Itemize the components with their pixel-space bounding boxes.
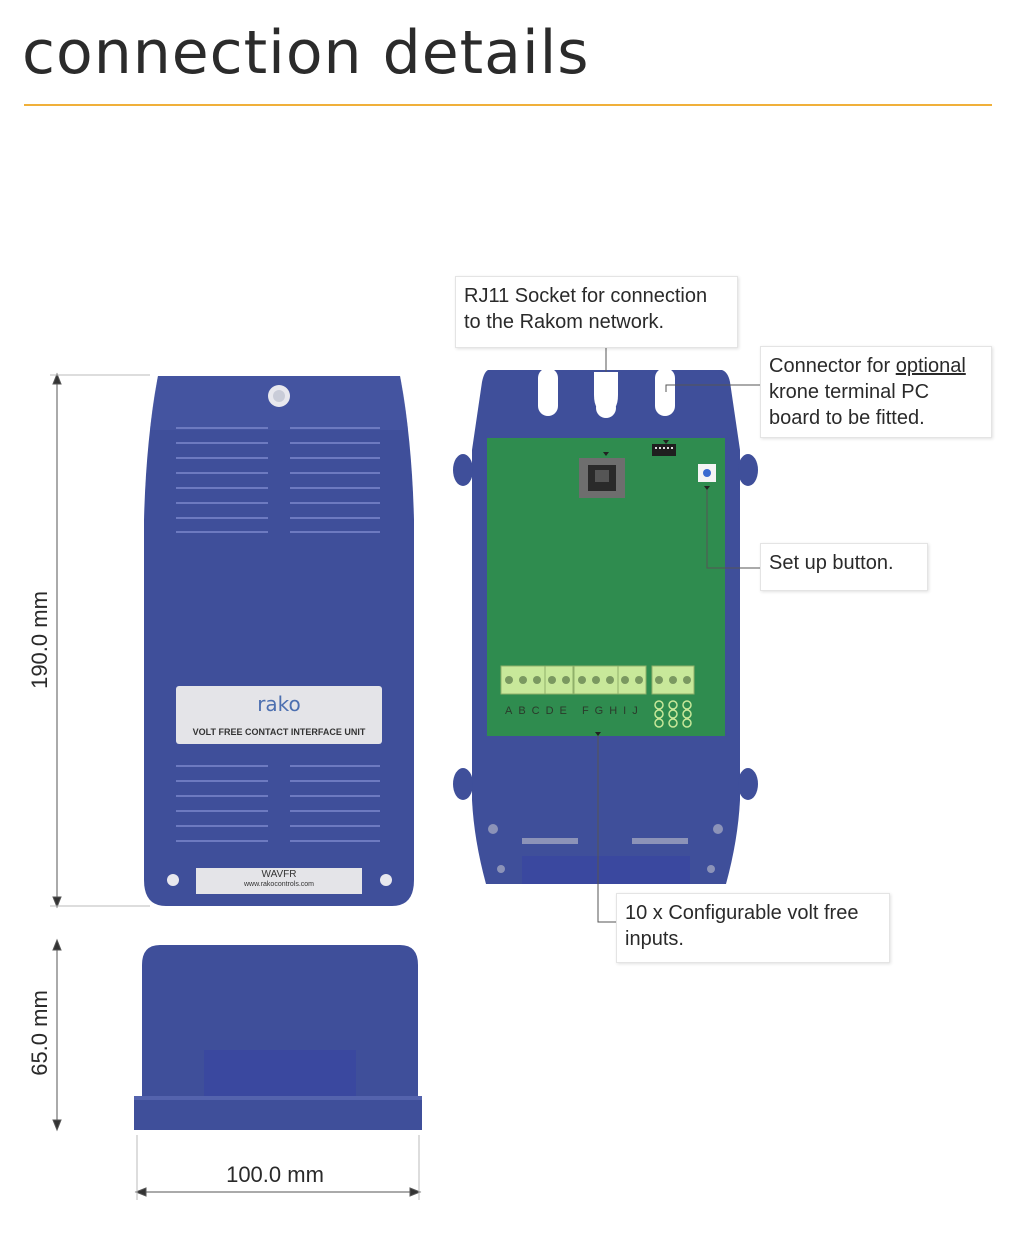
terminal-blocks	[500, 665, 695, 728]
krone-connector	[652, 444, 676, 456]
terminal-letters-label: ABCDE FGHIJ	[505, 705, 644, 717]
callout-setup-button: Set up button.	[760, 543, 928, 591]
device-side-view	[134, 945, 422, 1130]
callout-krone-line3: board to be fitted.	[769, 407, 925, 429]
label-plate	[176, 686, 382, 744]
depth-dimension-line	[52, 938, 62, 1132]
callout-krone-optional-text: optional	[895, 355, 966, 377]
model-plate	[196, 868, 362, 894]
mount-slot-right	[655, 368, 675, 416]
height-dimension-label: 190.0 mm	[27, 591, 52, 689]
page-title: connection details	[22, 18, 590, 88]
callout-krone-line2: krone terminal PC	[769, 381, 930, 403]
height-dimension-line	[50, 372, 150, 909]
callout-volt-free-inputs: 10 x Configurable volt free inputs.	[616, 893, 890, 963]
callout-rj11-line2: to the Rakom network.	[464, 311, 665, 333]
callout-rj11-line1: RJ11 Socket for connection	[464, 285, 708, 307]
callout-rj11-socket: RJ11 Socket for connection to the Rakom …	[455, 276, 738, 348]
brand-label: rako	[257, 692, 301, 716]
width-dimension-label: 100.0 mm	[226, 1162, 324, 1187]
callout-leaders	[597, 348, 760, 923]
callout-inputs-line2: inputs.	[625, 928, 684, 950]
title-divider	[24, 104, 992, 106]
callout-inputs-line1: 10 x Configurable volt free	[625, 902, 859, 924]
callout-krone-connector: Connector for optional krone terminal PC…	[760, 346, 992, 438]
screw-hole-bottom-right	[380, 874, 392, 886]
callout-krone-line1: Connector for optional	[769, 353, 983, 379]
website-label: www.rakocontrols.com	[243, 881, 315, 888]
product-subtitle-label: VOLT FREE CONTACT INTERFACE UNIT	[192, 727, 366, 737]
callout-krone-line1-prefix: Connector for	[769, 355, 896, 377]
device-front-view	[144, 376, 414, 906]
model-label: WAVFR	[261, 869, 297, 880]
device-base-view	[453, 368, 758, 884]
width-dimension-line	[134, 1135, 422, 1200]
screw-hole-bottom-left	[167, 874, 179, 886]
callout-setup-line1: Set up button.	[769, 552, 894, 574]
depth-dimension-label: 65.0 mm	[27, 990, 52, 1076]
mount-slot-left	[538, 368, 558, 416]
